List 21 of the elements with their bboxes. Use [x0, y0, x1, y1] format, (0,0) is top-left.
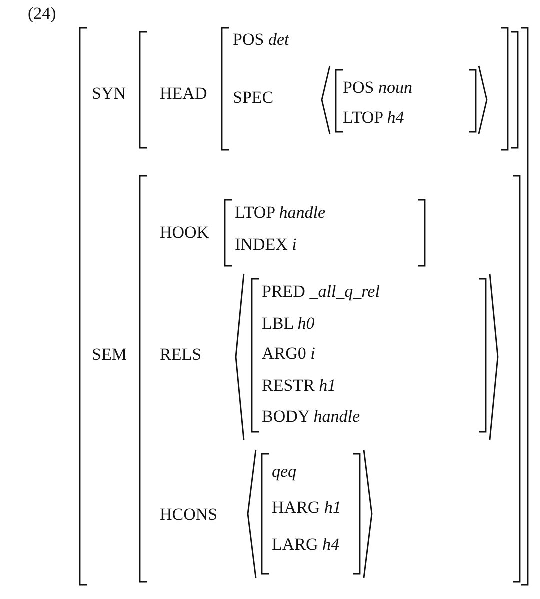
feature-name: SPEC: [233, 88, 274, 108]
feature-name: HEAD: [160, 84, 208, 104]
feature-value-pair: LTOP handle: [235, 203, 326, 223]
feature-value-pair: BODY handle: [262, 407, 360, 427]
feature-name: RELS: [160, 345, 202, 365]
feature-name: HCONS: [160, 505, 218, 525]
feature-name: HOOK: [160, 223, 210, 243]
feature-value-pair: INDEX i: [235, 235, 297, 255]
feature-value-pair: HARG h1: [272, 498, 342, 518]
example-number: (24): [28, 4, 56, 24]
feature-name: SEM: [92, 345, 127, 365]
feature-value-pair: LARG h4: [272, 535, 340, 555]
feature-name: SYN: [92, 84, 126, 104]
feature-value-pair: POS det: [233, 30, 290, 50]
feature-value-pair: RESTR h1: [262, 376, 336, 396]
feature-value-pair: LBL h0: [262, 314, 315, 334]
feature-value-pair: ARG0 i: [262, 344, 316, 364]
feature-value-pair: LTOP h4: [343, 108, 404, 128]
feature-value-pair: PRED _all_q_rel: [262, 282, 380, 302]
feature-value-pair: POS noun: [343, 78, 412, 98]
feature-value: qeq: [272, 462, 297, 482]
